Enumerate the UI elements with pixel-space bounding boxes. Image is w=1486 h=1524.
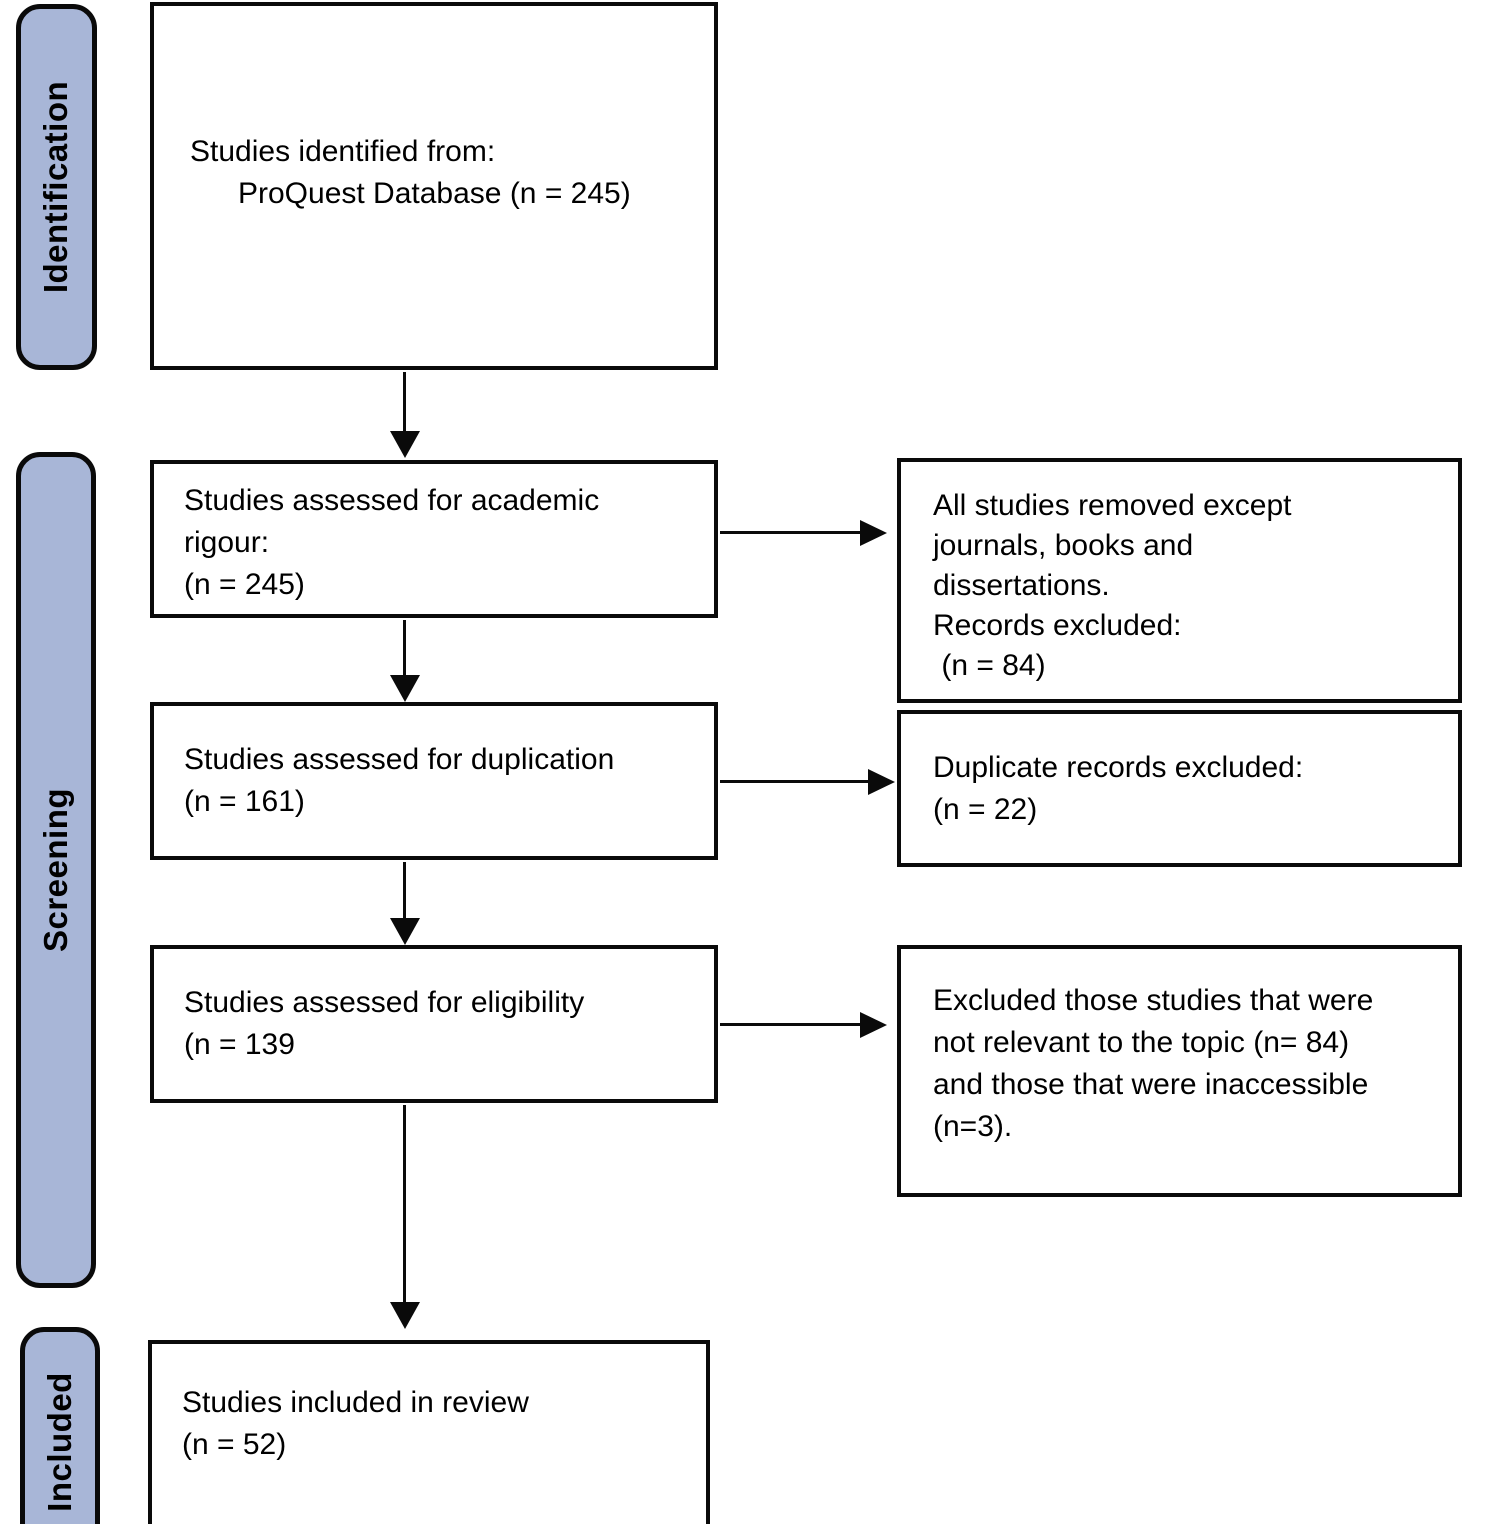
box-excluded-not-relevant-line-2: not relevant to the topic (n= 84) [933, 1026, 1350, 1059]
box-excluded-duplicates: Duplicate records excluded: (n = 22) [897, 710, 1462, 867]
box-excluded-non-academic-line-5: (n = 84) [933, 648, 1046, 682]
box-excluded-non-academic-line-2: journals, books and [933, 528, 1194, 562]
box-assessed-duplication-line-1: Studies assessed for duplication [184, 743, 615, 776]
box-studies-identified: Studies identified from: ProQuest Databa… [150, 2, 718, 370]
box-assessed-academic-rigour: Studies assessed for academic rigour: (n… [150, 460, 718, 618]
box-studies-identified-line-1: Studies identified from: [190, 135, 496, 168]
box-excluded-duplicates-line-2: (n = 22) [933, 792, 1038, 826]
box-excluded-not-relevant-line-1: Excluded those studies that were [933, 984, 1374, 1017]
stage-label-included-text: Included [41, 1372, 78, 1512]
box-studies-included-line-1: Studies included in review [182, 1386, 529, 1419]
down-arrow-rigour-to-duplication [389, 620, 420, 702]
stage-label-identification-text: Identification [37, 80, 75, 294]
stage-label-screening-text: Screening [37, 787, 74, 953]
box-assessed-eligibility: Studies assessed for eligibility (n = 13… [150, 945, 718, 1103]
box-excluded-not-relevant-line-3: and those that were inaccessible [933, 1068, 1369, 1101]
down-arrow-identified-to-rigour [389, 372, 420, 458]
right-arrow-eligibility-to-excluded [720, 1011, 887, 1038]
box-excluded-non-academic: All studies removed except journals, boo… [897, 458, 1462, 703]
box-assessed-eligibility-line-1: Studies assessed for eligibility [184, 986, 585, 1019]
box-excluded-non-academic-line-4: Records excluded: [933, 608, 1182, 642]
box-assessed-academic-rigour-line-2: rigour: [184, 526, 270, 559]
box-assessed-duplication-line-2: (n = 161) [184, 785, 305, 818]
right-arrow-rigour-to-excluded [720, 519, 887, 546]
box-excluded-not-relevant: Excluded those studies that were not rel… [897, 945, 1462, 1197]
right-arrow-duplication-to-excluded [720, 768, 895, 795]
box-assessed-eligibility-line-2: (n = 139 [184, 1028, 295, 1061]
down-arrow-eligibility-to-included [389, 1105, 420, 1329]
box-studies-included-line-2: (n = 52) [182, 1428, 287, 1461]
box-excluded-duplicates-line-1: Duplicate records excluded: [933, 750, 1304, 784]
box-excluded-non-academic-line-1: All studies removed except [933, 488, 1292, 522]
box-studies-identified-line-2: ProQuest Database (n = 245) [238, 177, 631, 210]
box-excluded-not-relevant-line-4: (n=3). [933, 1110, 1013, 1143]
stage-label-identification: Identification [16, 4, 97, 370]
stage-label-screening: Screening [16, 452, 96, 1288]
box-excluded-non-academic-line-3: dissertations. [933, 568, 1110, 602]
stage-label-included: Included [20, 1327, 100, 1524]
box-assessed-academic-rigour-line-1: Studies assessed for academic [184, 484, 600, 517]
box-assessed-academic-rigour-line-3: (n = 245) [184, 568, 305, 601]
box-studies-included: Studies included in review (n = 52) [148, 1340, 710, 1524]
down-arrow-duplication-to-eligibility [389, 862, 420, 945]
box-assessed-duplication: Studies assessed for duplication (n = 16… [150, 702, 718, 860]
